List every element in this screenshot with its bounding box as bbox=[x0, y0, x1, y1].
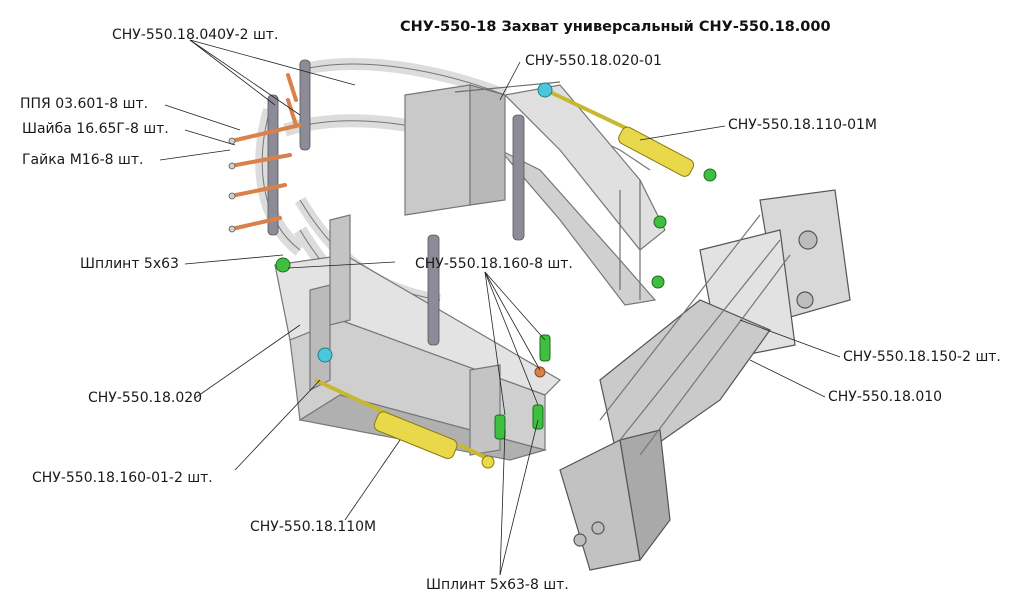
label-shplint: Шплинт 5х63 bbox=[80, 256, 179, 272]
bolts bbox=[234, 73, 302, 230]
label-020-01: СНУ-550.18.020-01 bbox=[525, 53, 662, 69]
label-040u: СНУ-550.18.040У-2 шт. bbox=[112, 27, 279, 43]
label-110-01m: СНУ-550.18.110-01М bbox=[728, 117, 877, 133]
label-020: СНУ-550.18.020 bbox=[88, 390, 203, 406]
pins bbox=[275, 215, 667, 440]
upper-cylinder bbox=[537, 82, 717, 182]
label-160-01: СНУ-550.18.160-01-2 шт. bbox=[32, 470, 213, 486]
nuts bbox=[228, 137, 236, 233]
label-160: СНУ-550.18.160-8 шт. bbox=[415, 256, 573, 272]
lower-frame bbox=[255, 107, 561, 461]
label-shplint-8: Шплинт 5х63-8 шт. bbox=[426, 577, 569, 593]
mounting-frame bbox=[559, 189, 851, 571]
upper-frame bbox=[283, 58, 666, 306]
diagram-title: СНУ-550-18 Захват универсальный СНУ-550.… bbox=[400, 19, 831, 35]
leader-lines bbox=[159, 39, 841, 576]
lower-cylinder bbox=[314, 347, 495, 469]
label-shaiba: Шайба 16.65Г-8 шт. bbox=[22, 121, 169, 137]
label-ppya: ППЯ 03.601-8 шт. bbox=[20, 96, 149, 112]
label-110m: СНУ-550.18.110М bbox=[250, 519, 377, 535]
label-010: СНУ-550.18.010 bbox=[828, 389, 943, 405]
label-gaika: Гайка М16-8 шт. bbox=[22, 152, 144, 168]
label-150: СНУ-550.18.150-2 шт. bbox=[843, 349, 1001, 365]
